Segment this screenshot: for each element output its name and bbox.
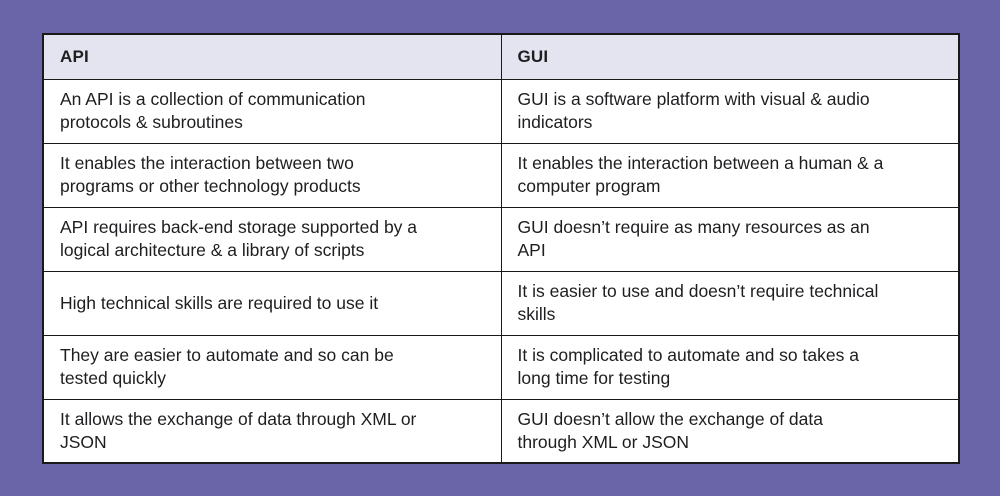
- table-row: An API is a collection of communication …: [42, 78, 960, 144]
- table-body: An API is a collection of communication …: [42, 78, 960, 464]
- api-cell: API requires back-end storage supported …: [42, 206, 502, 272]
- api-cell: It allows the exchange of data through X…: [42, 398, 502, 464]
- gui-cell: GUI doesn’t require as many resources as…: [500, 206, 960, 272]
- api-cell: It enables the interaction between two p…: [42, 142, 502, 208]
- table-row: It allows the exchange of data through X…: [42, 398, 960, 464]
- api-cell: They are easier to automate and so can b…: [42, 334, 502, 400]
- comparison-table-container: API GUI An API is a collection of commun…: [42, 33, 960, 464]
- gui-header-cell: GUI: [500, 33, 960, 80]
- api-vs-gui-table: API GUI An API is a collection of commun…: [42, 33, 960, 464]
- table-row: API requires back-end storage supported …: [42, 206, 960, 272]
- api-cell: High technical skills are required to us…: [42, 270, 502, 336]
- gui-cell: It is easier to use and doesn’t require …: [500, 270, 960, 336]
- table-row: It enables the interaction between two p…: [42, 142, 960, 208]
- gui-cell: It enables the interaction between a hum…: [500, 142, 960, 208]
- gui-cell: It is complicated to automate and so tak…: [500, 334, 960, 400]
- gui-cell: GUI is a software platform with visual &…: [500, 78, 960, 144]
- header-row: API GUI: [42, 33, 960, 80]
- api-header-cell: API: [42, 33, 502, 80]
- api-cell: An API is a collection of communication …: [42, 78, 502, 144]
- table-row: High technical skills are required to us…: [42, 270, 960, 336]
- table-row: They are easier to automate and so can b…: [42, 334, 960, 400]
- gui-cell: GUI doesn’t allow the exchange of data t…: [500, 398, 960, 464]
- table-header: API GUI: [42, 33, 960, 80]
